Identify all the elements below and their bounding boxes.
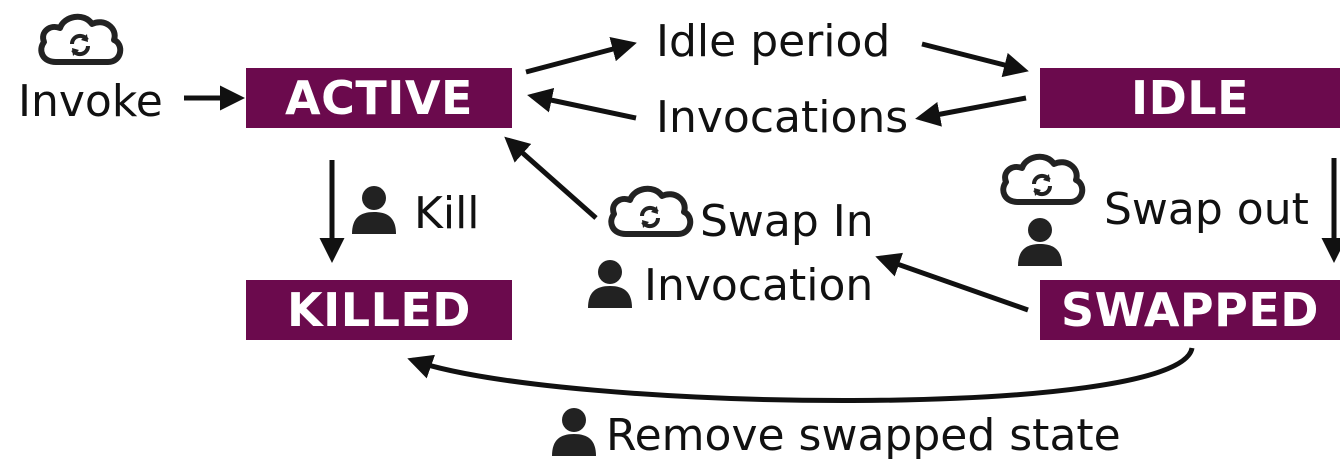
state-swapped: SWAPPED: [1040, 280, 1340, 340]
user-icon: [1018, 218, 1062, 266]
state-killed: KILLED: [246, 280, 512, 340]
label-kill: Kill: [414, 188, 480, 239]
arrow-invocations-to-active: [527, 87, 637, 121]
arrow-swap-in-to-active: [504, 136, 598, 220]
label-invoke: Invoke: [18, 76, 163, 127]
label-swap-out: Swap out: [1104, 184, 1309, 235]
label-idle-period: Idle period: [656, 16, 891, 67]
label-invocation: Invocation: [644, 260, 874, 311]
state-idle: IDLE: [1040, 68, 1340, 128]
arrow-swapped-to-killed: [407, 347, 1195, 403]
cloud-sync-icon: [608, 185, 694, 237]
arrow-active-to-idle-period: [525, 37, 637, 75]
cloud-sync-icon: [38, 13, 124, 65]
arrow-swapped-to-invocation: [875, 252, 1029, 313]
user-icon: [352, 186, 396, 234]
arrow-idle-to-invocations: [915, 95, 1027, 127]
label-invocations: Invocations: [656, 92, 909, 143]
label-swap-in: Swap In: [700, 196, 874, 247]
user-icon: [552, 408, 596, 456]
cloud-sync-icon: [1000, 153, 1086, 205]
user-icon: [588, 260, 632, 308]
label-remove-swapped-state: Remove swapped state: [606, 410, 1121, 461]
arrow-idle-period-to-idle: [921, 41, 1029, 78]
state-active: ACTIVE: [246, 68, 512, 128]
